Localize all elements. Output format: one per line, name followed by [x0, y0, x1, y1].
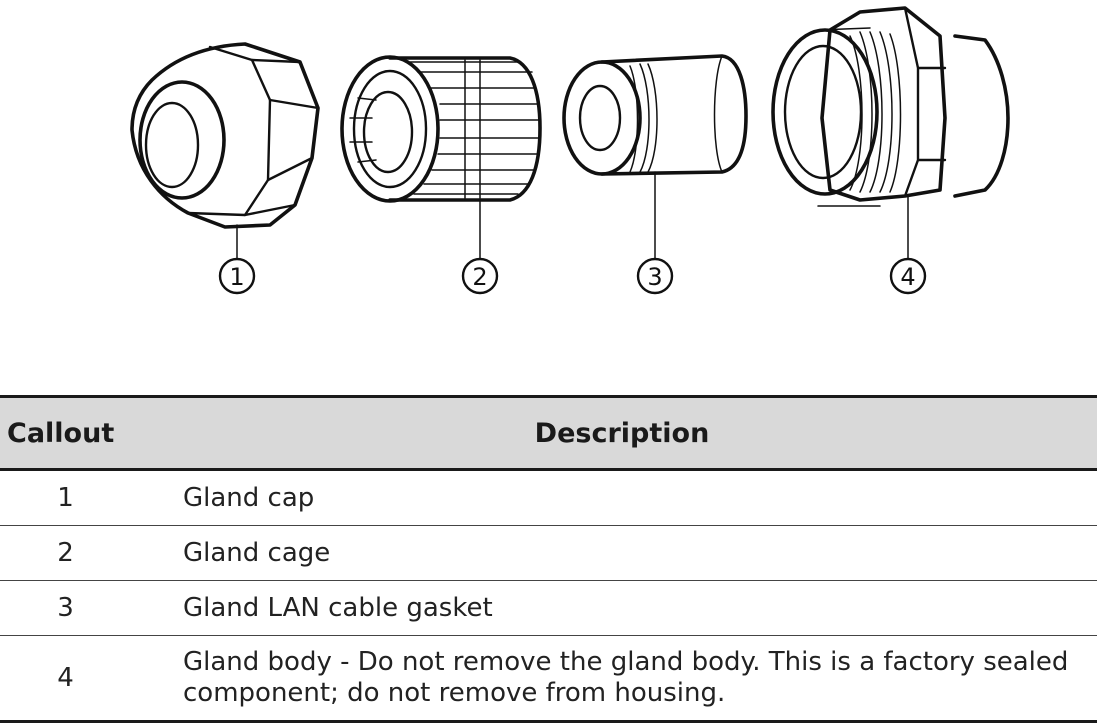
gland-parts-illustration: 1 2 — [0, 0, 1097, 330]
gland-lan-cable-gasket-drawing: 3 — [562, 54, 748, 295]
callout-marker-4: 4 — [900, 263, 915, 291]
callout-marker-3: 3 — [647, 263, 662, 291]
callout-description: Gland cap — [147, 469, 1097, 526]
gland-body-drawing: 4 — [771, 6, 1010, 295]
callout-number: 1 — [0, 469, 147, 526]
callout-number: 2 — [0, 525, 147, 581]
callout-marker-2: 2 — [472, 263, 487, 291]
callout-number: 4 — [0, 635, 147, 723]
column-header-description: Description — [147, 395, 1097, 471]
callout-table: Callout Description 1 Gland cap 2 Gland … — [0, 395, 1097, 723]
gland-cap-drawing: 1 — [130, 42, 320, 295]
table-row: 3 Gland LAN cable gasket — [0, 580, 1097, 636]
table-header-row: Callout Description — [0, 395, 1097, 471]
callout-description: Gland body - Do not remove the gland bod… — [147, 635, 1097, 723]
callout-description: Gland cage — [147, 525, 1097, 581]
callout-number: 3 — [0, 580, 147, 636]
callout-description: Gland LAN cable gasket — [147, 580, 1097, 636]
table-row: 4 Gland body - Do not remove the gland b… — [0, 635, 1097, 723]
column-header-callout: Callout — [0, 395, 147, 471]
callout-marker-1: 1 — [229, 263, 244, 291]
table-row: 2 Gland cage — [0, 525, 1097, 581]
table-row: 1 Gland cap — [0, 469, 1097, 526]
gland-cage-drawing: 2 — [340, 55, 542, 295]
